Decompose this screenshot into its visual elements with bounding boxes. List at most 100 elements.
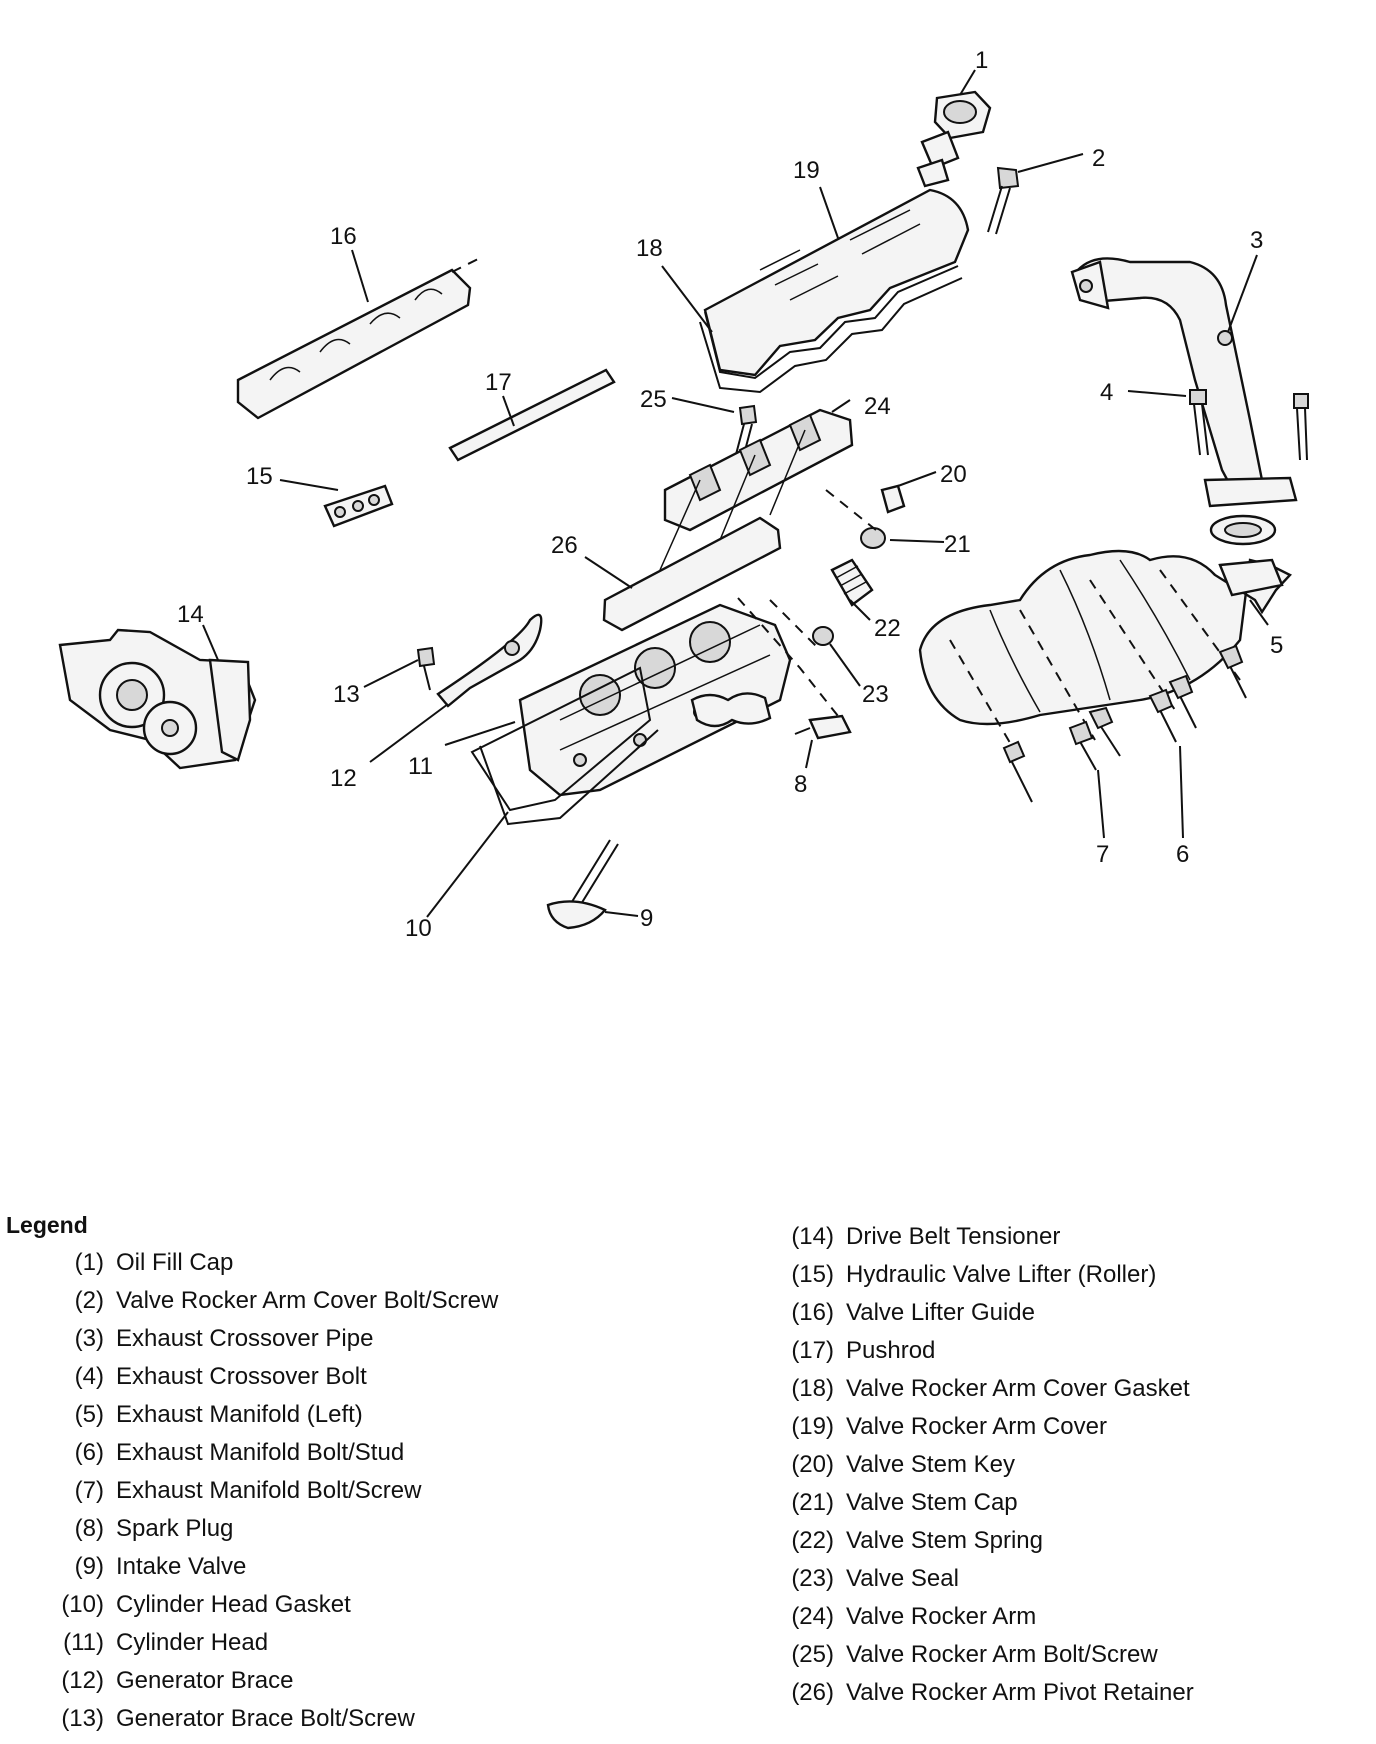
legend-item: (25) Valve Rocker Arm Bolt/Screw — [774, 1636, 1194, 1674]
legend-item-number: (22) — [791, 1527, 834, 1554]
valve-stem-parts — [812, 484, 906, 646]
legend-item-label: Generator Brace — [116, 1667, 294, 1694]
callout-10: 10 — [405, 915, 432, 942]
rocker-arms-part — [602, 408, 854, 632]
cylinder-head-part — [518, 603, 792, 797]
legend-item-label: Valve Rocker Arm Cover — [846, 1413, 1107, 1440]
legend-item-number: (17) — [791, 1337, 834, 1364]
legend-column-left: (1) Oil Fill Cap (2)Valve Rocker Arm Cover… — [44, 1244, 498, 1738]
legend-item-number: (25) — [791, 1641, 834, 1668]
legend-item: (10) Cylinder Head Gasket — [44, 1586, 498, 1624]
rocker-cover-part — [699, 188, 970, 394]
valve-lifter-guide-part — [236, 257, 481, 420]
cover-bolt-part — [987, 166, 1020, 235]
legend-item-number: (5) — [74, 1401, 104, 1428]
legend-item-number: (15) — [791, 1261, 834, 1288]
legend-item: (2)Valve Rocker Arm Cover Bolt/Screw — [44, 1282, 499, 1320]
legend-item-label: Valve Rocker Arm Cover Bolt/Screw — [116, 1287, 499, 1314]
callout-13: 13 — [333, 681, 360, 708]
legend-column-right: (14) Drive Belt Tensioner (15) Hydraulic Va… — [774, 1218, 1194, 1712]
callout-labels: 1 2 3 4 5 6 7 8 9 10 11 12 13 14 15 16 1… — [177, 47, 1283, 942]
callout-24: 24 — [864, 393, 891, 420]
legend-item-label: Exhaust Manifold Bolt/Stud — [116, 1439, 405, 1466]
callout-22: 22 — [874, 615, 901, 642]
callout-3: 3 — [1250, 227, 1263, 254]
legend-item-label: Valve Stem Spring — [846, 1527, 1043, 1554]
drive-belt-tensioner-part — [58, 628, 257, 770]
legend-item: (12) Generator Brace — [44, 1662, 498, 1700]
legend-item-number: (3) — [74, 1325, 104, 1352]
legend-item-label: Exhaust Crossover Pipe — [116, 1325, 374, 1352]
legend-item: (23)Valve Seal — [774, 1560, 1194, 1598]
callout-23: 23 — [862, 681, 889, 708]
legend-item-label: Pushrod — [846, 1337, 936, 1364]
legend-item-label: Exhaust Crossover Bolt — [116, 1363, 367, 1390]
legend-item-number: (14) — [791, 1223, 834, 1250]
legend-item: (18)Valve Rocker Arm Cover Gasket — [774, 1370, 1194, 1408]
legend: Legend (1) Oil Fill Cap (2)Valve Rocker Ar… — [0, 1212, 1376, 1732]
legend-item-label: Cylinder Head — [116, 1629, 269, 1656]
exploded-view-diagram: 1 2 3 4 5 6 7 8 9 10 11 12 13 14 15 16 1… — [58, 47, 1309, 942]
callout-16: 16 — [330, 223, 357, 250]
legend-item: (6) Exhaust Manifold Bolt/Stud — [44, 1434, 498, 1472]
legend-item-number: (26) — [791, 1679, 834, 1706]
legend-item: (19)Valve Rocker Arm Cover — [774, 1408, 1194, 1446]
legend-item: (5) Exhaust Manifold (Left) — [44, 1396, 498, 1434]
legend-item-number: (13) — [61, 1705, 104, 1732]
legend-item: (7) Exhaust Manifold Bolt/Screw — [44, 1472, 498, 1510]
legend-item-number: (10) — [61, 1591, 104, 1618]
legend-item-label: Generator Brace Bolt/Screw — [116, 1705, 415, 1732]
callout-2: 2 — [1092, 145, 1105, 172]
callout-1: 1 — [975, 47, 988, 74]
callout-20: 20 — [940, 461, 967, 488]
legend-item: (16)Valve Lifter Guide — [774, 1294, 1194, 1332]
legend-item-label: Drive Belt Tensioner — [846, 1223, 1061, 1250]
legend-item: (9)Intake Valve — [44, 1548, 498, 1586]
legend-item-number: (11) — [63, 1629, 104, 1656]
legend-item-number: (24) — [791, 1603, 834, 1630]
legend-item-label: Cylinder Head Gasket — [116, 1591, 351, 1618]
generator-brace-part — [416, 613, 543, 708]
callout-9: 9 — [640, 905, 653, 932]
legend-item-number: (8) — [74, 1515, 104, 1542]
legend-item-number: (12) — [61, 1667, 104, 1694]
callout-8: 8 — [794, 771, 807, 798]
legend-item-number: (6) — [74, 1439, 104, 1466]
legend-item: (24)Valve Rocker Arm — [774, 1598, 1194, 1636]
legend-item: (1) Oil Fill Cap — [44, 1244, 498, 1282]
legend-item-label: Valve Stem Key — [846, 1451, 1015, 1478]
legend-item-label: Intake Valve — [116, 1553, 247, 1580]
callout-19: 19 — [793, 157, 820, 184]
legend-item: (8)Spark Plug — [44, 1510, 498, 1548]
legend-item-number: (21) — [791, 1489, 834, 1516]
legend-item-label: Hydraulic Valve Lifter (Roller) — [846, 1261, 1157, 1288]
legend-item: (4)Exhaust Crossover Bolt — [44, 1358, 498, 1396]
legend-item-label: Valve Lifter Guide — [846, 1299, 1035, 1326]
callout-14: 14 — [177, 601, 204, 628]
legend-item-label: Exhaust Manifold Bolt/Screw — [116, 1477, 422, 1504]
legend-item-label: Valve Seal — [846, 1565, 959, 1592]
intake-valve-part — [546, 839, 619, 930]
legend-item: (22) Valve Stem Spring — [774, 1522, 1194, 1560]
legend-item: (20)Valve Stem Key — [774, 1446, 1194, 1484]
spark-plug-part — [794, 714, 852, 740]
hydraulic-lifter-part — [323, 484, 394, 528]
legend-item-number: (1) — [74, 1249, 104, 1276]
legend-title: Legend — [6, 1212, 88, 1238]
legend-item: (15) Hydraulic Valve Lifter (Roller) — [774, 1256, 1194, 1294]
callout-12: 12 — [330, 765, 357, 792]
legend-item-number: (7) — [74, 1477, 104, 1504]
exhaust-crossover-pipe-part — [1070, 257, 1298, 546]
callout-21: 21 — [944, 531, 971, 558]
legend-item-label: Valve Rocker Arm Bolt/Screw — [846, 1641, 1158, 1668]
callout-26: 26 — [551, 532, 578, 559]
pushrod-part — [448, 368, 616, 462]
legend-item-label: Exhaust Manifold (Left) — [116, 1401, 363, 1428]
legend-item-label: Valve Rocker Arm Cover Gasket — [846, 1375, 1190, 1402]
legend-item: (14) Drive Belt Tensioner — [774, 1218, 1194, 1256]
callout-15: 15 — [246, 463, 273, 490]
callout-4: 4 — [1100, 379, 1113, 406]
legend-item-label: Oil Fill Cap — [116, 1249, 234, 1276]
leader-lines — [202, 69, 1269, 918]
exhaust-manifold-part — [918, 549, 1292, 761]
